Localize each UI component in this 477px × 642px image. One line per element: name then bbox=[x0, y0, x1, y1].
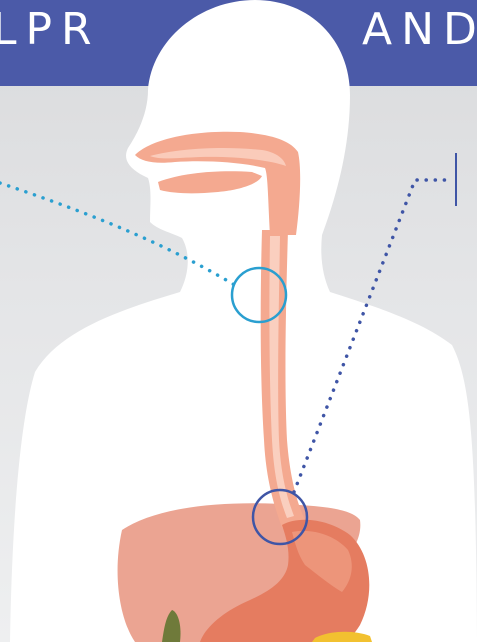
title-left-text: LPR bbox=[0, 2, 101, 58]
title-right-text: AND bbox=[362, 2, 477, 58]
